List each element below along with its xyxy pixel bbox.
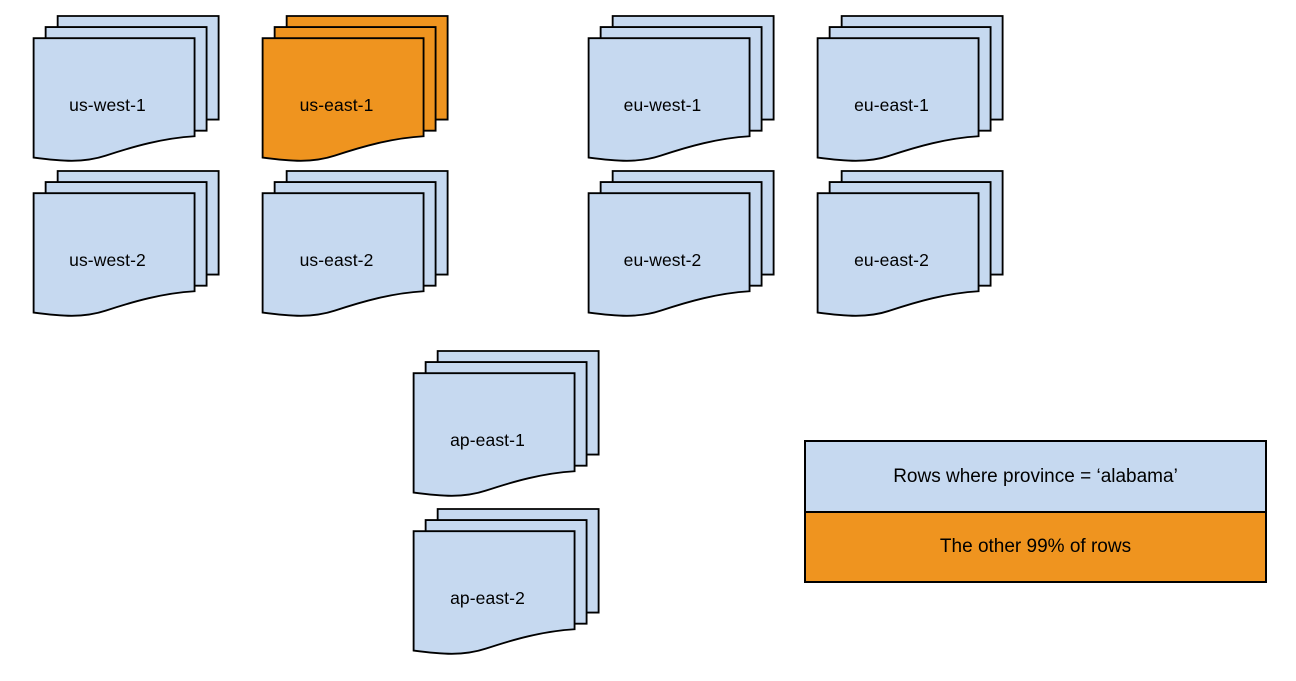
document-sheet-front xyxy=(412,372,576,497)
document-stack-shape xyxy=(816,170,1004,317)
document-stack-shape xyxy=(412,350,600,497)
document-sheet-front xyxy=(587,37,751,162)
legend: Rows where province = ‘alabama’ The other… xyxy=(804,440,1267,583)
region-stack-eu-west-2[interactable]: eu-west-2 xyxy=(575,170,790,343)
region-stack-eu-east-1[interactable]: eu-east-1 xyxy=(804,15,1019,188)
region-stack-us-west-2[interactable]: us-west-2 xyxy=(20,170,235,343)
legend-row-alabama-rows: Rows where province = ‘alabama’ xyxy=(806,442,1265,513)
region-stack-us-west-1[interactable]: us-west-1 xyxy=(20,15,235,188)
legend-label: Rows where province = ‘alabama’ xyxy=(893,465,1178,487)
document-sheet-front xyxy=(587,192,751,317)
document-stack-shape xyxy=(816,15,1004,162)
document-sheet-front xyxy=(261,37,425,162)
document-sheet-front xyxy=(412,530,576,655)
region-stack-eu-east-2[interactable]: eu-east-2 xyxy=(804,170,1019,343)
region-stack-us-east-1[interactable]: us-east-1 xyxy=(249,15,464,188)
document-stack-shape xyxy=(412,508,600,655)
region-stack-us-east-2[interactable]: us-east-2 xyxy=(249,170,464,343)
document-sheet-front xyxy=(32,37,196,162)
legend-label: The other 99% of rows xyxy=(939,536,1132,557)
document-sheet-front xyxy=(32,192,196,317)
document-sheet-front xyxy=(816,192,980,317)
document-stack-shape xyxy=(32,15,220,162)
document-sheet-front xyxy=(816,37,980,162)
document-stack-shape xyxy=(261,170,449,317)
document-stack-shape xyxy=(32,170,220,317)
region-stack-ap-east-1[interactable]: ap-east-1 xyxy=(400,350,615,523)
document-stack-shape xyxy=(587,15,775,162)
document-stack-shape xyxy=(587,170,775,317)
document-stack-shape xyxy=(261,15,449,162)
region-stack-eu-west-1[interactable]: eu-west-1 xyxy=(575,15,790,188)
region-stack-ap-east-2[interactable]: ap-east-2 xyxy=(400,508,615,681)
document-sheet-front xyxy=(261,192,425,317)
legend-row-other-rows: The other 99% of rows xyxy=(806,513,1265,581)
